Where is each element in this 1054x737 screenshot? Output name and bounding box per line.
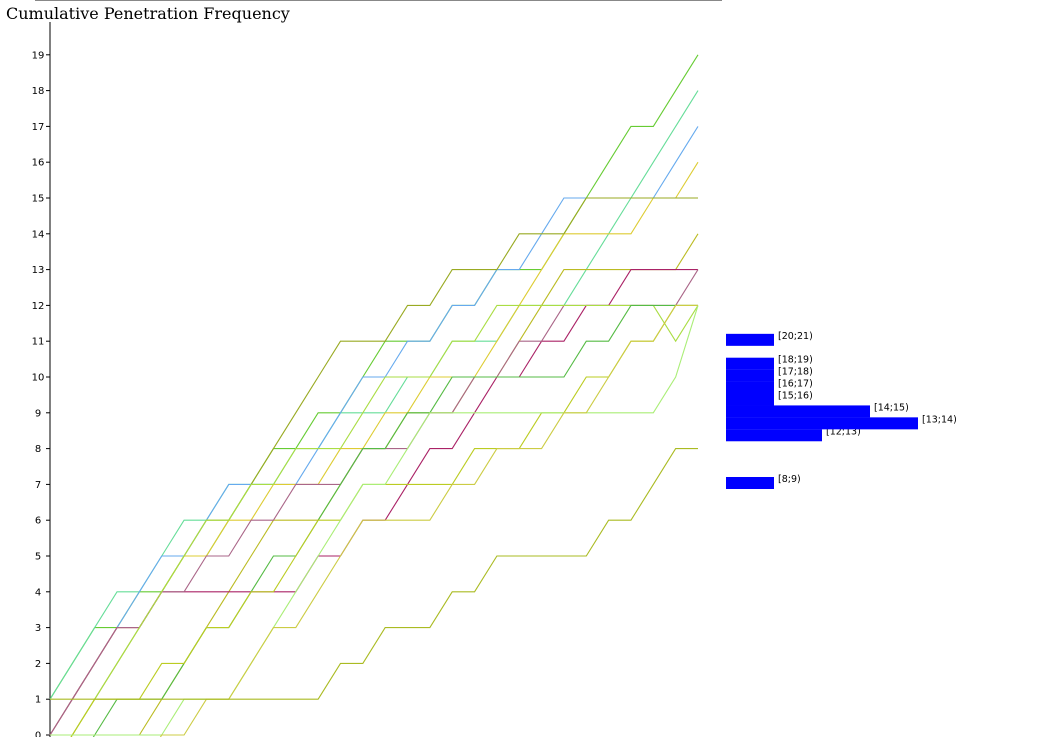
y-tick-label: 0 [35,731,41,737]
histogram-bin-label: [18;19) [778,355,813,366]
y-tick-label: 3 [35,623,41,634]
y-tick-label: 16 [32,158,45,169]
histogram-bar [726,429,822,442]
series-line-8 [49,269,699,736]
y-tick-label: 14 [32,229,45,240]
y-tick-label: 9 [35,408,41,419]
series-line-11 [70,304,698,737]
histogram-bin-label: [12;13) [826,426,861,437]
y-tick-label: 11 [32,337,45,348]
histogram-bar [726,393,774,406]
series-line-10 [92,304,698,737]
histogram-bin-label: [17;18) [778,367,813,378]
series-line-13 [159,304,698,737]
histogram-bin-label: [16;17) [778,379,813,390]
y-tick-label: 10 [32,373,45,384]
histogram-bar [726,333,774,346]
series-line-5 [70,197,698,737]
y-tick-label: 19 [32,50,45,61]
y-tick-label: 17 [32,122,45,133]
y-tick-label: 8 [35,444,41,455]
histogram-bar [726,477,774,489]
y-tick-label: 2 [35,659,41,670]
histogram-bar [726,369,774,382]
histogram: [8;9) [12;13) [13;14) [14;15) [15;16)[16;17)… [726,331,957,489]
histogram-bin-label: [14;15) [874,402,909,413]
chart-title: Cumulative Penetration Frequency [6,4,290,23]
histogram-bin-label: [20;21) [778,331,813,342]
y-tick-label: 5 [35,552,41,563]
histogram-bin-label: [13;14) [922,414,957,425]
series-lines [49,54,699,737]
y-tick-label: 7 [35,480,41,491]
histogram-bin-label: [15;16) [778,390,813,401]
y-tick-label: 15 [32,194,45,205]
histogram-bin-label: [8;9) [778,474,801,485]
histogram-bar [726,417,918,430]
series-line-1 [49,54,699,700]
y-tick-label: 18 [32,86,45,97]
y-tick-label: 4 [35,587,41,598]
series-line-9 [50,304,699,736]
histogram-bar [726,357,774,370]
series-line-12 [50,305,699,736]
series-line-7 [49,269,698,736]
y-tick-label: 12 [32,301,45,312]
histogram-bar [726,381,774,394]
histogram-bar [726,405,870,418]
y-tick-label: 1 [35,695,41,706]
y-tick-label: 13 [32,265,45,276]
y-tick-label: 6 [35,516,41,527]
series-line-14 [50,448,698,700]
